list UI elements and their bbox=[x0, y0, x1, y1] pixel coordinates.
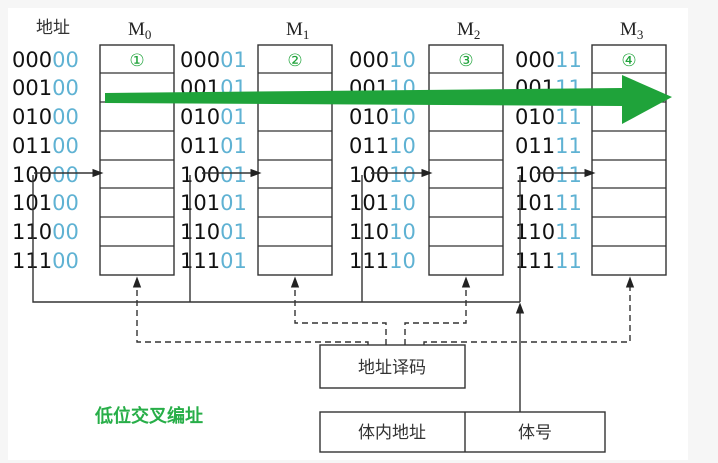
decoder-select-lines bbox=[132, 276, 635, 345]
cell-address: 11100 bbox=[12, 249, 79, 273]
address-decoder-box bbox=[319, 344, 466, 389]
cell-address: 11000 bbox=[12, 220, 79, 244]
cell-address: 00010 bbox=[349, 48, 416, 72]
address-header: 地址 bbox=[36, 18, 70, 38]
address-decoder-label: 地址译码 bbox=[358, 358, 426, 378]
cell-address: 00001 bbox=[180, 48, 247, 72]
access-order-arrow bbox=[105, 75, 672, 124]
cell-address: 01101 bbox=[180, 134, 247, 158]
memory-bank-2: M2③0001000110010100111010010101101101011… bbox=[349, 19, 504, 276]
memory-bank-0: M0 ① 00000 00100 01000 01100 10000 10100 11000 11… bbox=[12, 19, 175, 276]
cell-address: 11110 bbox=[349, 249, 416, 273]
cell-address: 00100 bbox=[12, 76, 79, 100]
cell-address: 01000 bbox=[12, 105, 79, 129]
cell-address: 10001 bbox=[180, 163, 247, 187]
address-register-box bbox=[319, 411, 606, 453]
cell-address: 01100 bbox=[12, 134, 79, 158]
cell-address: 01010 bbox=[349, 105, 416, 129]
bank-order-marker: ④ bbox=[621, 51, 636, 71]
cell-address: 10010 bbox=[349, 163, 416, 187]
bank-order-marker: ② bbox=[287, 51, 302, 71]
bank-title: M3 bbox=[620, 19, 643, 42]
bank-order-marker: ③ bbox=[458, 51, 473, 71]
address-bus-line bbox=[32, 175, 520, 303]
cell-address: 10100 bbox=[12, 191, 79, 215]
in-bank-address-field: 体内地址 bbox=[358, 423, 426, 443]
cell-address: 10111 bbox=[515, 191, 582, 215]
cell-address: 10110 bbox=[349, 191, 416, 215]
wiring bbox=[32, 175, 635, 412]
cell-address: 11001 bbox=[180, 220, 247, 244]
bank-title: M0 bbox=[128, 19, 151, 42]
cell-address: 11111 bbox=[515, 249, 582, 273]
bank-number-field: 体号 bbox=[518, 423, 552, 443]
cell-address: 10000 bbox=[12, 163, 79, 187]
bank-order-marker: ① bbox=[129, 51, 144, 71]
bank-title: M1 bbox=[286, 19, 309, 42]
cell-address: 01001 bbox=[180, 105, 247, 129]
cell-address: 00011 bbox=[515, 48, 582, 72]
cell-address: 01111 bbox=[515, 134, 582, 158]
cell-address: 10101 bbox=[180, 191, 247, 215]
cell-address: 11011 bbox=[515, 220, 582, 244]
cell-address: 01110 bbox=[349, 134, 416, 158]
cell-address: 11101 bbox=[180, 249, 247, 273]
memory-bank-3: M3④0001100111010110111110011101111101111… bbox=[515, 19, 667, 276]
cell-address: 11010 bbox=[349, 220, 416, 244]
cell-address: 01011 bbox=[515, 105, 582, 129]
cell-address: 10011 bbox=[515, 163, 582, 187]
bank-title: M2 bbox=[457, 19, 480, 42]
cell-address: 00000 bbox=[12, 48, 79, 72]
diagram-caption: 低位交叉编址 bbox=[94, 405, 203, 427]
